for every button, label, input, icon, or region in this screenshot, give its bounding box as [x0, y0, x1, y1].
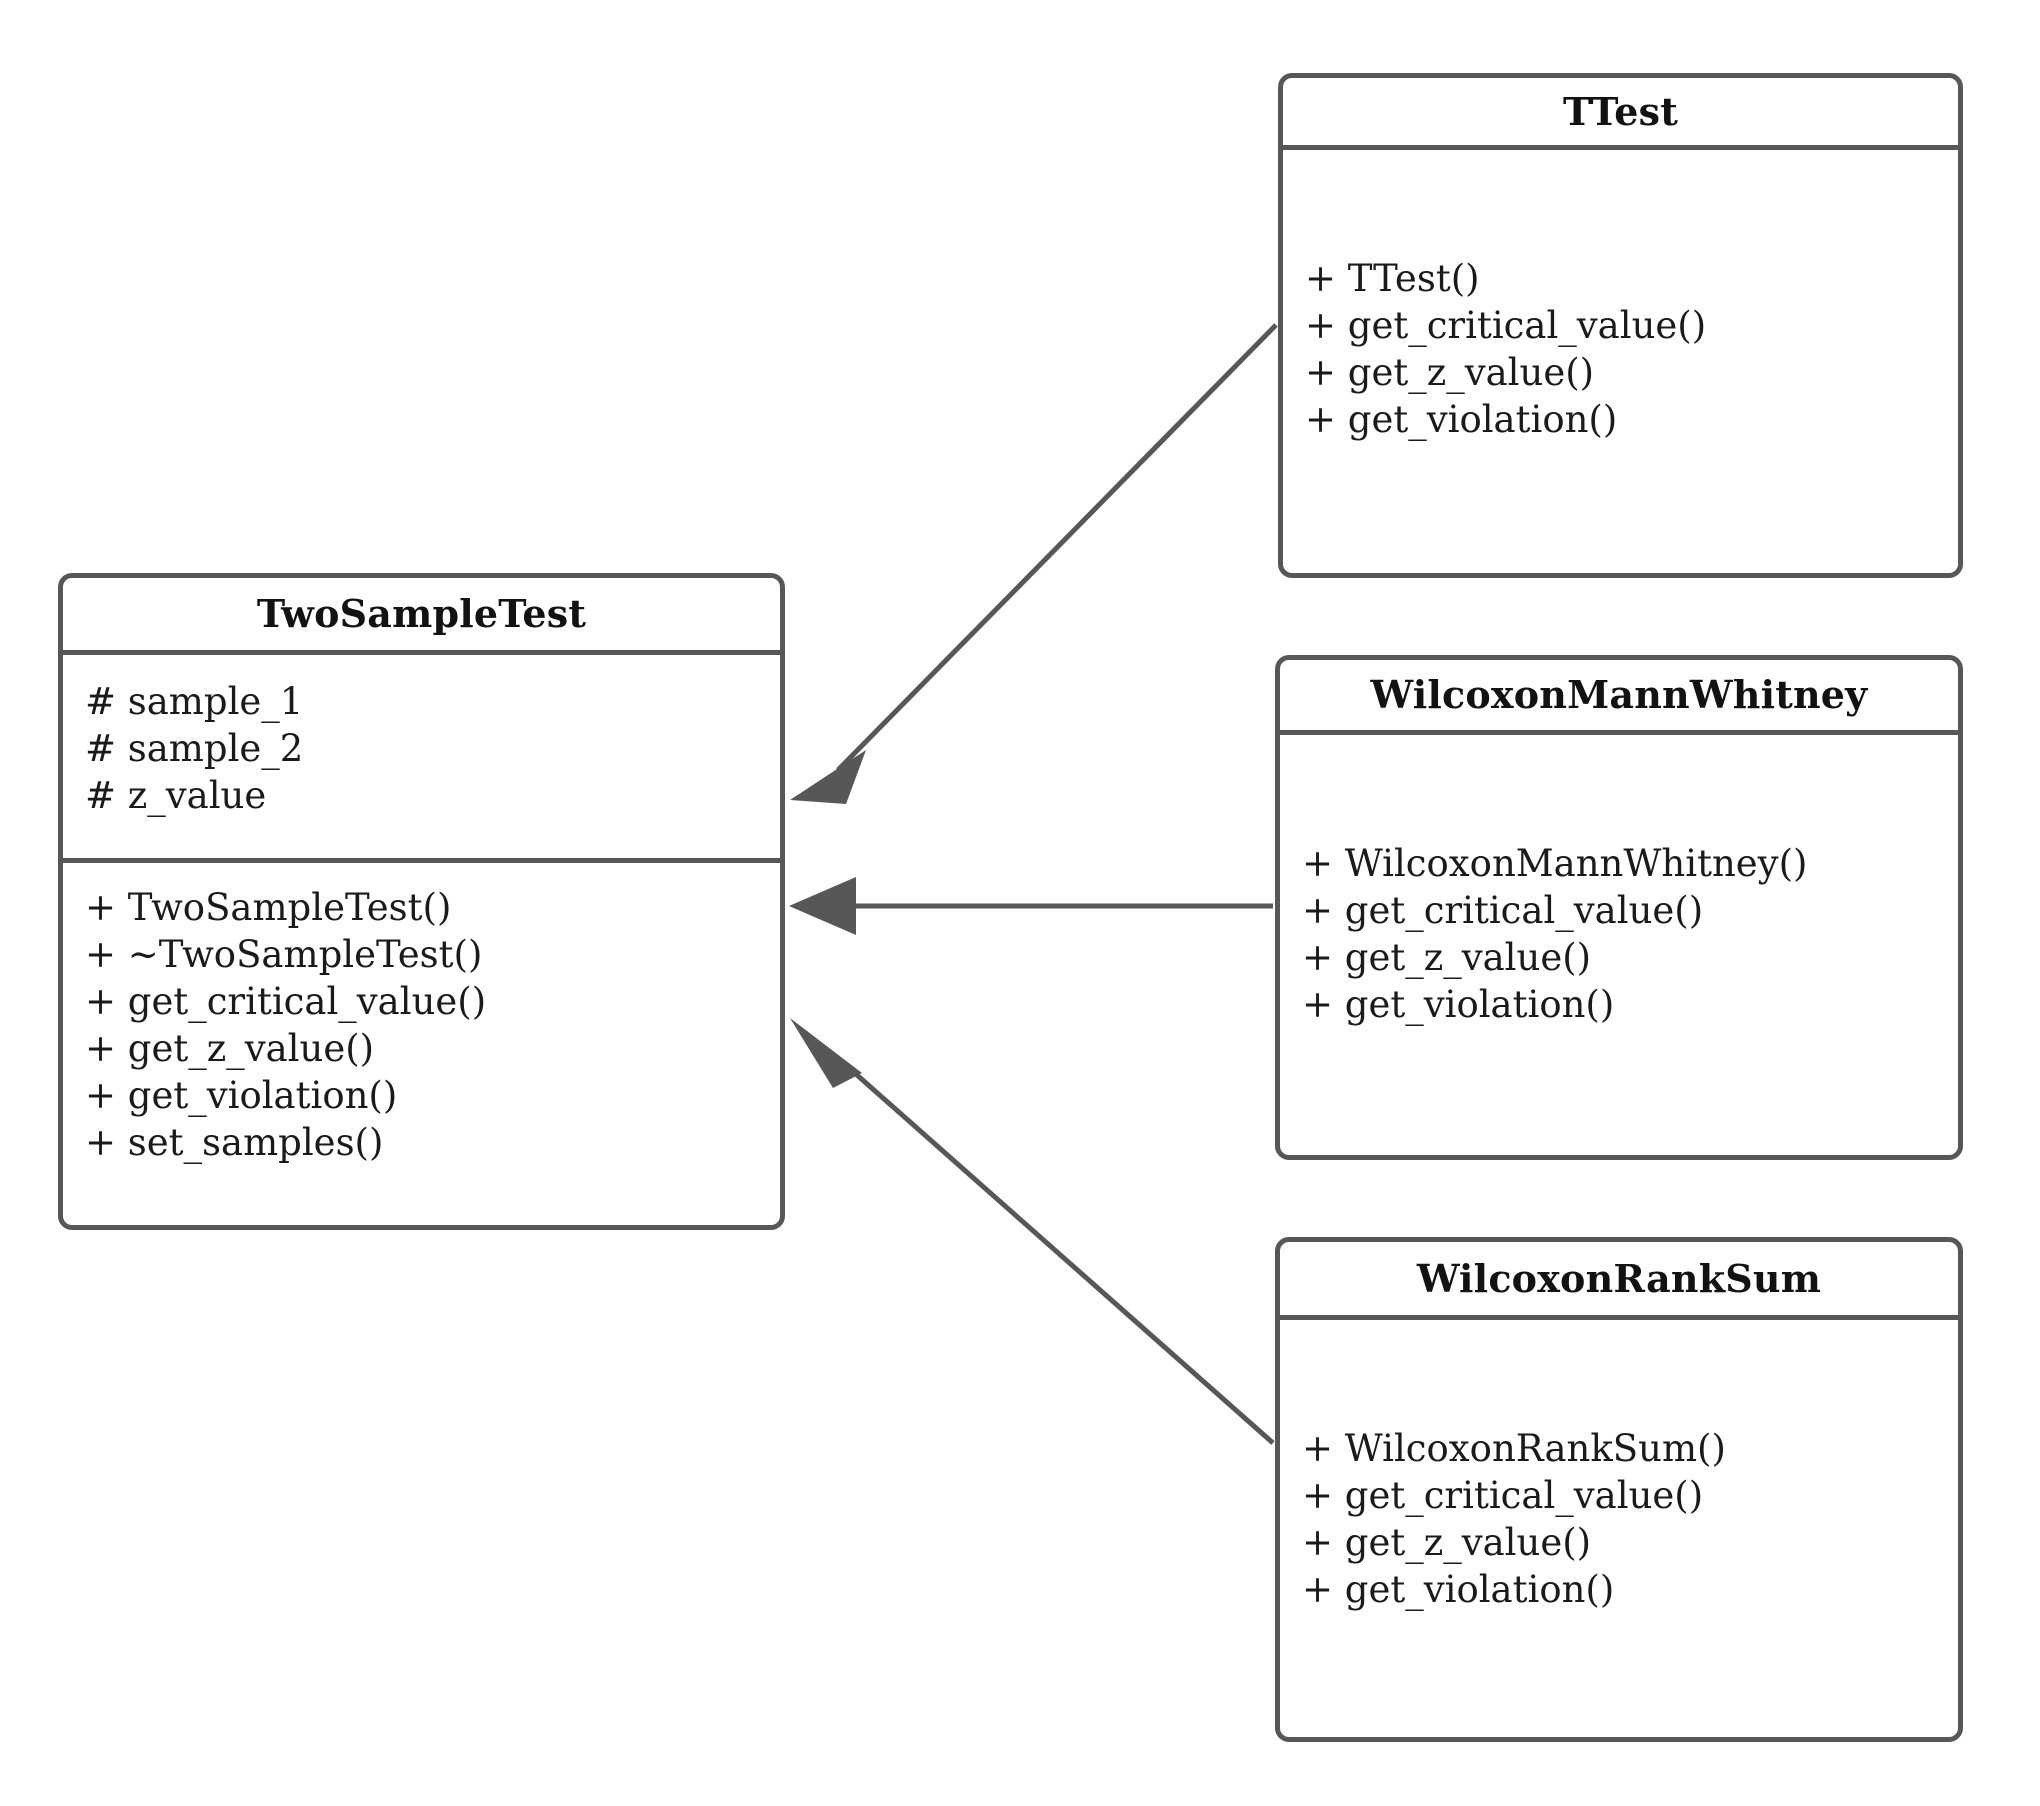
- method-item: + get_z_value(): [1305, 351, 1595, 394]
- class-methods-two-sample-test: + TwoSampleTest() + ~TwoSampleTest() + g…: [63, 863, 780, 1225]
- class-attributes-two-sample-test: # sample_1 # sample_2 # z_value: [63, 655, 780, 863]
- method-item: + get_z_value(): [85, 1027, 375, 1070]
- method-item: + get_critical_value(): [85, 980, 487, 1023]
- class-box-wilcoxon-mann-whitney[interactable]: WilcoxonMannWhitney + WilcoxonMannWhitne…: [1275, 655, 1963, 1160]
- method-item: + get_violation(): [1305, 398, 1618, 441]
- class-box-ttest[interactable]: TTest + TTest() + get_critical_value() +…: [1278, 73, 1963, 578]
- class-title-two-sample-test: TwoSampleTest: [63, 578, 780, 655]
- method-item: + get_violation(): [1302, 1568, 1615, 1611]
- method-item: + ~TwoSampleTest(): [85, 933, 483, 976]
- method-item: + get_violation(): [1302, 983, 1615, 1026]
- attribute-item: # sample_1: [85, 680, 304, 723]
- method-item: + WilcoxonMannWhitney(): [1302, 842, 1808, 885]
- method-item: + get_critical_value(): [1302, 889, 1704, 932]
- edge-ttest-to-two-sample-test: [790, 323, 1278, 804]
- method-item: + set_samples(): [85, 1121, 384, 1164]
- method-item: + get_critical_value(): [1305, 304, 1707, 347]
- class-title-ttest: TTest: [1283, 78, 1958, 150]
- method-item: + TwoSampleTest(): [85, 886, 452, 929]
- method-item: + WilcoxonRankSum(): [1302, 1427, 1726, 1470]
- class-box-two-sample-test[interactable]: TwoSampleTest # sample_1 # sample_2 # z_…: [58, 573, 785, 1230]
- edge-wilcoxon-rank-sum-to-two-sample-test: [790, 1018, 1275, 1445]
- method-item: + get_violation(): [85, 1074, 398, 1117]
- method-item: + get_critical_value(): [1302, 1474, 1704, 1517]
- method-item: + TTest(): [1305, 257, 1480, 300]
- attribute-item: # z_value: [85, 774, 267, 817]
- class-methods-ttest: + TTest() + get_critical_value() + get_z…: [1283, 150, 1958, 573]
- class-methods-wilcoxon-rank-sum: + WilcoxonRankSum() + get_critical_value…: [1280, 1320, 1958, 1737]
- attribute-item: # sample_2: [85, 727, 304, 770]
- edge-wilcoxon-mann-whitney-to-two-sample-test: [789, 877, 1273, 935]
- class-methods-wilcoxon-mann-whitney: + WilcoxonMannWhitney() + get_critical_v…: [1280, 735, 1958, 1155]
- class-title-wilcoxon-mann-whitney: WilcoxonMannWhitney: [1280, 660, 1958, 735]
- class-box-wilcoxon-rank-sum[interactable]: WilcoxonRankSum + WilcoxonRankSum() + ge…: [1275, 1237, 1963, 1742]
- class-title-wilcoxon-rank-sum: WilcoxonRankSum: [1280, 1242, 1958, 1320]
- method-item: + get_z_value(): [1302, 936, 1592, 979]
- method-item: + get_z_value(): [1302, 1521, 1592, 1564]
